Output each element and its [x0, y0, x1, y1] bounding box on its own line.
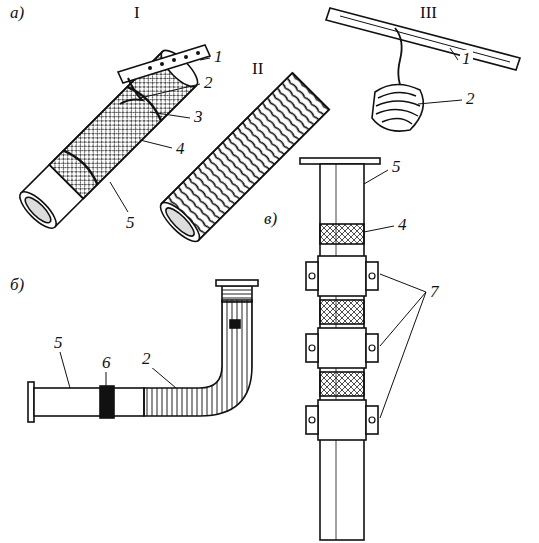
callout-number: 2: [202, 74, 215, 92]
callout-number: 1: [212, 48, 225, 66]
callout-number: 3: [192, 108, 205, 126]
roman-numeral: II: [250, 60, 265, 78]
roman-numeral: I: [132, 4, 142, 22]
callout-number: 4: [174, 140, 187, 158]
callout-number: 5: [52, 334, 65, 352]
figure-label: а): [8, 4, 26, 22]
callout-number: 2: [464, 90, 477, 108]
roman-numeral: III: [418, 4, 439, 22]
callout-number: 6: [100, 354, 113, 372]
callout-number: 5: [124, 214, 137, 232]
callout-number: 4: [396, 216, 409, 234]
figure-label: б): [8, 276, 26, 294]
callout-number: 2: [140, 350, 153, 368]
callout-number: 5: [390, 158, 403, 176]
figure-label: в): [262, 210, 279, 228]
callout-number: 7: [428, 283, 441, 301]
callout-number: 1: [460, 50, 473, 68]
